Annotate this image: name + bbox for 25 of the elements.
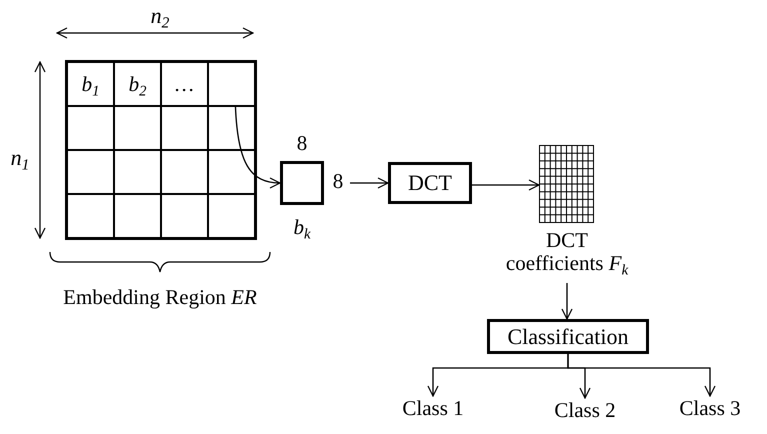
- grid-cell: [114, 62, 161, 106]
- arrow: [234, 104, 281, 188]
- process-box: DCT: [388, 162, 472, 204]
- process-box: Classification: [487, 319, 649, 354]
- block-label: b$_{k}$: [293, 216, 311, 240]
- arrow: [472, 179, 540, 191]
- grid-cell: [67, 62, 114, 106]
- coefficients-caption: DCT coefficients F$_{k}$: [504, 229, 630, 276]
- cell-label: b$_{1}$: [82, 72, 100, 96]
- class-label: Class 3: [662, 396, 758, 421]
- arrow: [567, 354, 716, 397]
- size-label: 8: [332, 170, 344, 194]
- region-caption: Embedding Region ER: [63, 286, 257, 310]
- arrow: [350, 177, 389, 189]
- empty-grid-cell: [208, 62, 255, 106]
- block-grid: [65, 60, 257, 240]
- dimension-label: n$_{1}$: [10, 146, 30, 170]
- arrow: [561, 283, 573, 320]
- dimension-label: n$_{2}$: [150, 4, 170, 28]
- class-label: Class 2: [537, 398, 633, 423]
- grid-cell: [161, 62, 208, 106]
- cell-label: b$_{2}$: [128, 72, 146, 96]
- size-label: 8: [296, 132, 308, 156]
- cell-label: …: [175, 72, 194, 96]
- class-label: Class 1: [385, 396, 481, 421]
